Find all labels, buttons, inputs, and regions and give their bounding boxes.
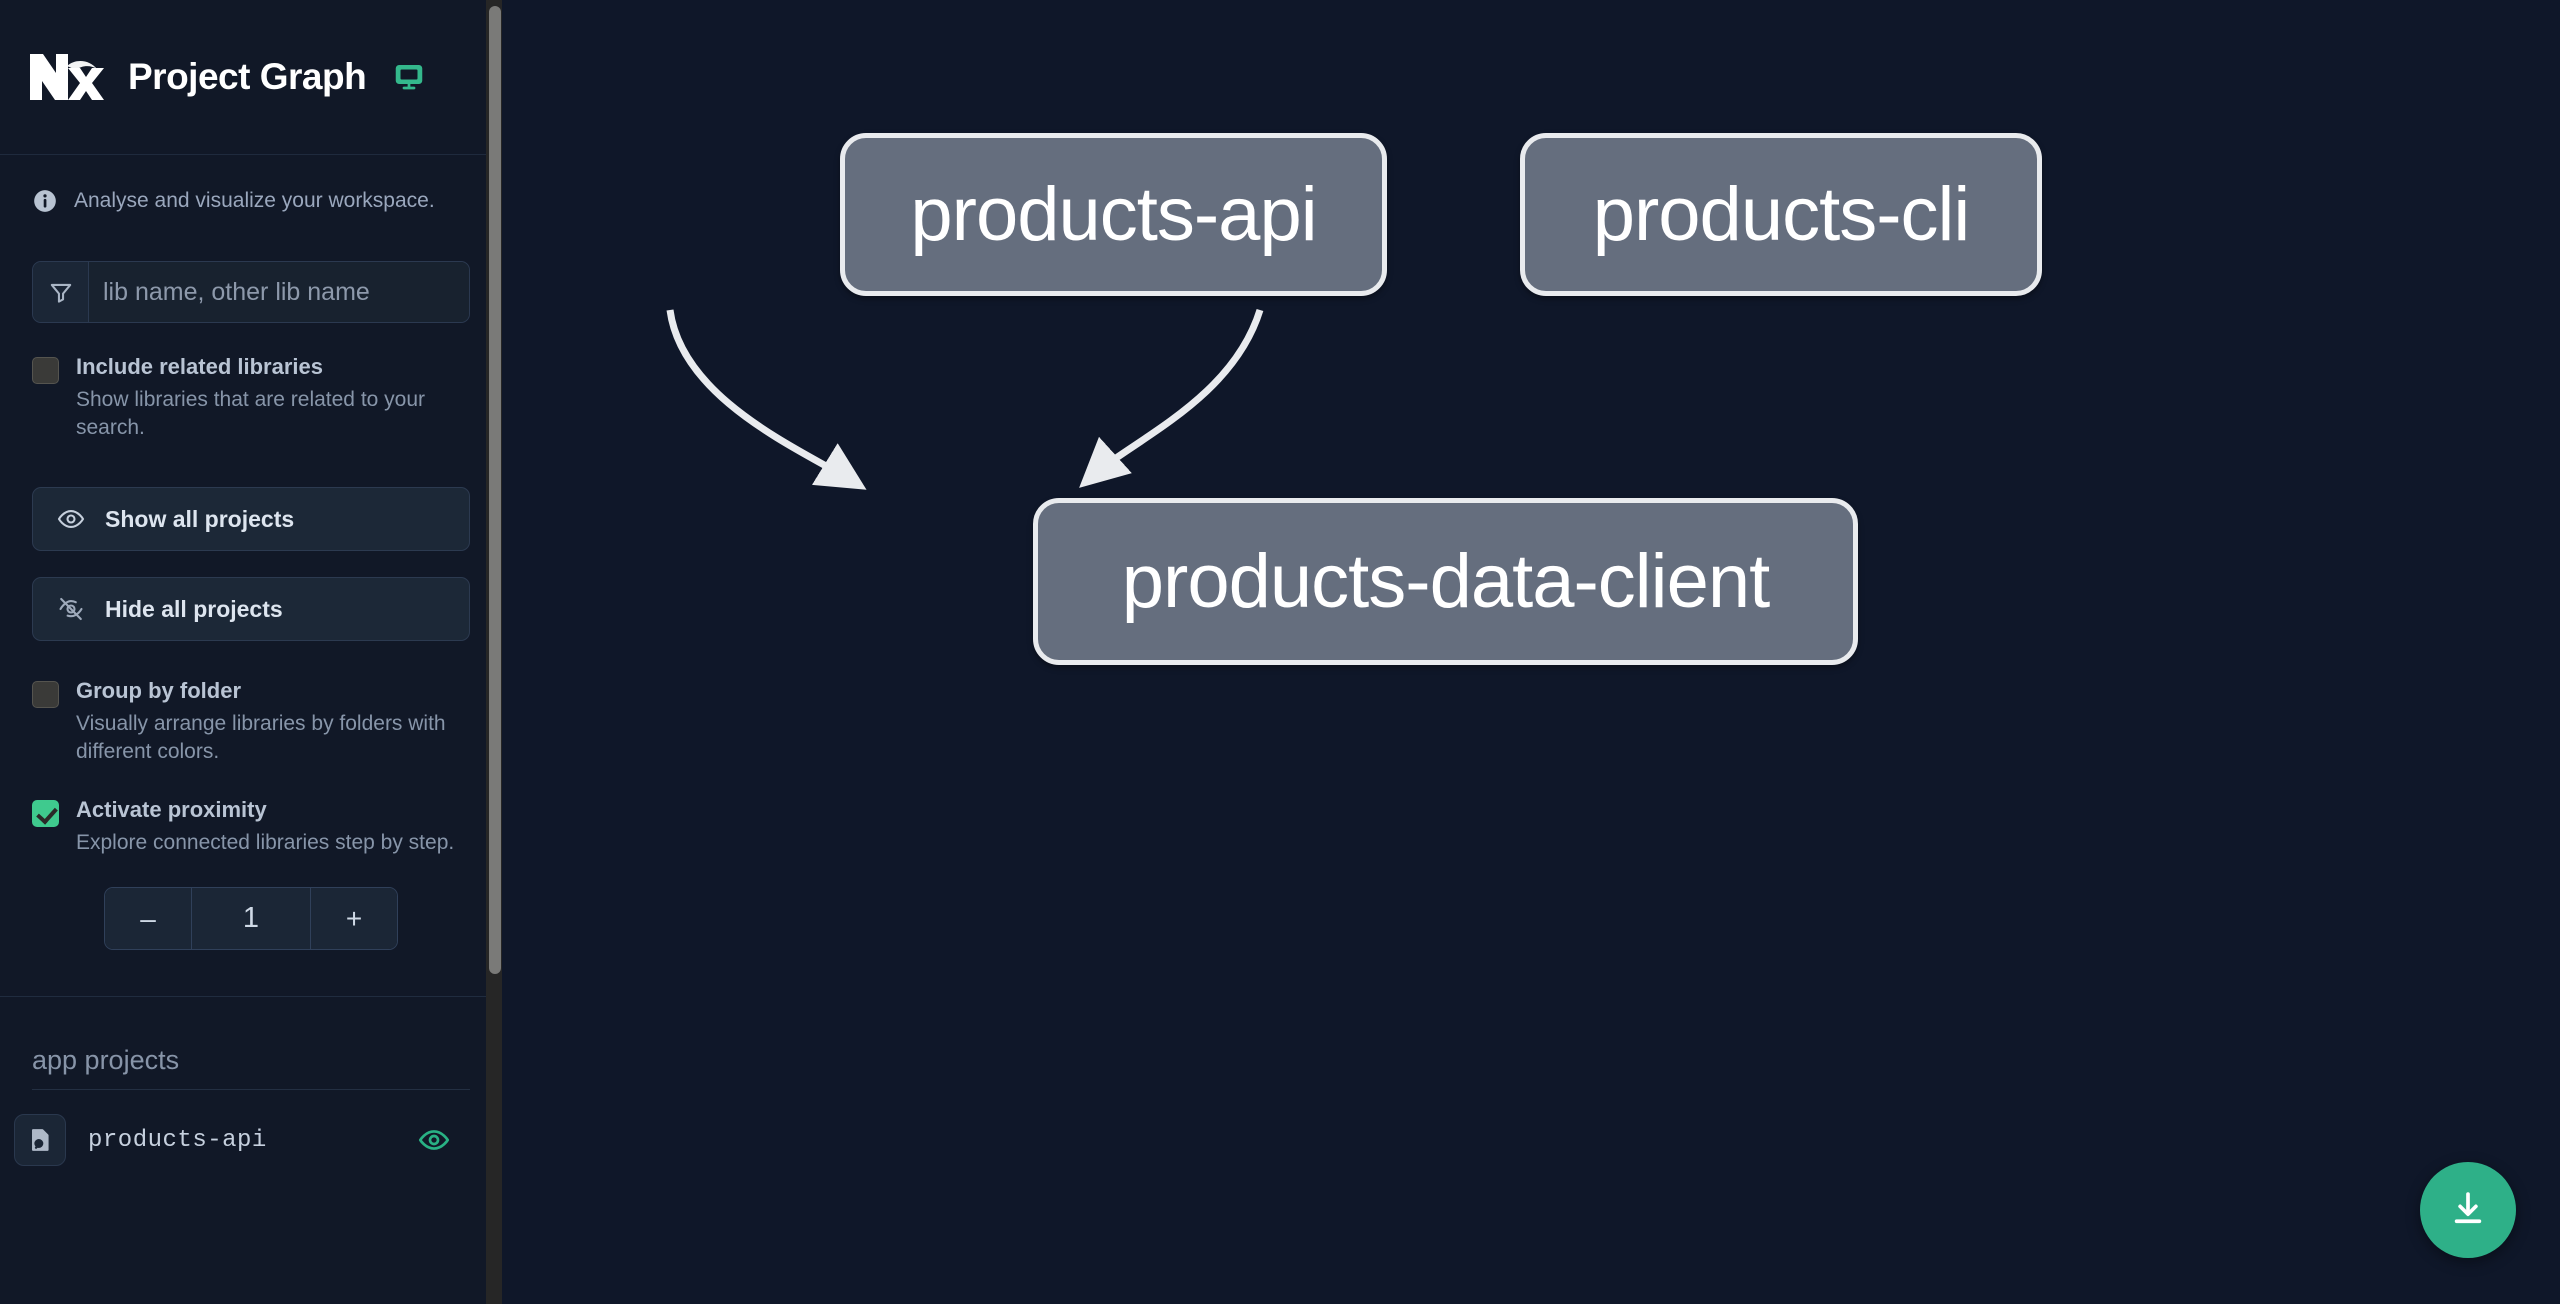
sidebar-divider <box>0 996 502 998</box>
edge-products-cli-to-products-data-client <box>1079 308 1264 488</box>
proximity-value: 1 <box>191 888 311 950</box>
project-group-label-app: app projects <box>32 1045 470 1091</box>
group-by-folder-texts: Group by folder Visually arrange librari… <box>76 677 456 766</box>
activate-proximity-texts: Activate proximity Explore connected lib… <box>76 796 454 857</box>
eye-icon <box>57 505 85 533</box>
list-item[interactable]: products-api <box>14 1112 470 1168</box>
group-by-folder-checkbox[interactable] <box>32 681 59 709</box>
sidebar-body: Analyse and visualize your workspace. <box>0 155 502 1168</box>
graph-node-products-cli[interactable]: products-cli <box>1520 133 2042 296</box>
activate-proximity-description: Explore connected libraries step by step… <box>76 830 455 854</box>
sidebar-scrollbar-thumb[interactable] <box>489 6 501 974</box>
nx-logo-icon <box>26 46 104 108</box>
proximity-stepper: – 1 + <box>32 887 470 951</box>
app-project-icon <box>14 1114 66 1167</box>
download-icon <box>2447 1188 2489 1233</box>
group-by-folder-description: Visually arrange libraries by folders wi… <box>76 711 446 764</box>
show-all-projects-label: Show all projects <box>105 505 295 532</box>
eye-off-icon <box>57 595 85 623</box>
graph-node-products-api[interactable]: products-api <box>840 133 1387 296</box>
group-by-folder-label: Group by folder <box>76 678 241 704</box>
download-button[interactable] <box>2420 1162 2516 1258</box>
tagline-text: Analyse and visualize your workspace. <box>74 189 435 212</box>
project-name: products-api <box>88 1126 267 1154</box>
option-include-related-libraries[interactable]: Include related libraries Show libraries… <box>32 353 470 442</box>
option-group-by-folder[interactable]: Group by folder Visually arrange librari… <box>32 677 470 766</box>
include-related-libraries-label: Include related libraries <box>76 354 323 379</box>
graph-canvas[interactable]: products-api products-cli products-data-… <box>502 0 2560 1304</box>
info-circle-icon <box>32 188 58 214</box>
show-all-projects-button[interactable]: Show all projects <box>32 487 470 552</box>
hide-all-projects-label: Hide all projects <box>105 595 283 622</box>
sidebar-scroll-content: Project Graph <box>0 0 502 1304</box>
eye-icon[interactable] <box>418 1124 450 1156</box>
proximity-increment-button[interactable]: + <box>311 888 397 950</box>
option-activate-proximity[interactable]: Activate proximity Explore connected lib… <box>32 796 470 857</box>
search-bar[interactable] <box>32 261 470 323</box>
monitor-icon[interactable] <box>394 62 424 92</box>
workspace-tagline: Analyse and visualize your workspace. <box>32 155 470 224</box>
graph-edges <box>666 308 1264 490</box>
graph-node-label: products-data-client <box>1121 539 1770 624</box>
funnel-filter-icon[interactable] <box>33 262 89 322</box>
search-input[interactable] <box>89 262 469 322</box>
hide-all-projects-button[interactable]: Hide all projects <box>32 577 470 642</box>
include-related-libraries-checkbox[interactable] <box>32 357 59 384</box>
edge-products-api-to-products-data-client <box>666 309 867 490</box>
proximity-decrement-button[interactable]: – <box>105 888 191 950</box>
sidebar: Project Graph <box>0 0 502 1304</box>
graph-node-products-data-client[interactable]: products-data-client <box>1033 498 1858 665</box>
activate-proximity-label: Activate proximity <box>76 797 267 823</box>
sidebar-header: Project Graph <box>0 0 502 155</box>
include-related-libraries-description: Show libraries that are related to your … <box>76 387 426 439</box>
graph-node-label: products-cli <box>1592 172 1971 257</box>
activate-proximity-checkbox[interactable] <box>32 800 59 828</box>
graph-node-label: products-api <box>910 172 1317 257</box>
proximity-stepper-group: – 1 + <box>104 887 398 951</box>
page-title: Project Graph <box>128 56 367 97</box>
include-related-libraries-texts: Include related libraries Show libraries… <box>76 353 456 442</box>
